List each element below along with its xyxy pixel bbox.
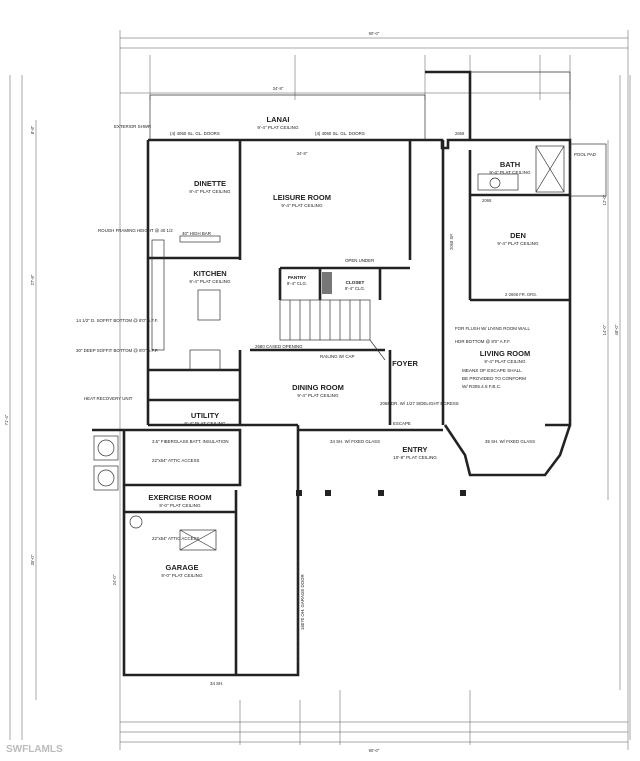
room-dinette-ceiling: 9'-4" PLAT CEILING xyxy=(189,189,231,194)
room-garage-ceiling: 8'-0" PLAT CEILING xyxy=(161,573,203,578)
room-closet: CLOSET xyxy=(346,280,365,285)
dim-side-2: 14'-0" xyxy=(602,324,607,335)
dim-side-1: 12'-0" xyxy=(602,194,607,205)
dimension-labels: 90'-0" 90'-0" 34'-8" 34'-8" 71'-4" 48'-0… xyxy=(4,31,619,753)
note-soffit-1: 14 1/2" D. SOFFIT BOTTOM @ 8'0" A.F.F. xyxy=(76,318,158,323)
note-egress-2: ESCAPE xyxy=(393,421,411,426)
note-escape-3: W/ R305.4.5 F.B.C. xyxy=(462,384,501,389)
note-fixed-glass-1: 35 SH. W/ FIXED GLASS xyxy=(485,439,535,444)
dimension-lines xyxy=(9,30,631,750)
note-attic-1: 22"x54" ATTIC ACCESS xyxy=(152,458,200,463)
dim-garage-side: 24'-0" xyxy=(112,574,117,585)
dim-door-a: 2668 xyxy=(455,131,465,136)
dim-door-c: 2068 SP. xyxy=(449,233,454,250)
note-attic-2: 22"x54" ATTIC ACCESS xyxy=(152,536,200,541)
dim-left-3: 35'-0" xyxy=(30,554,35,565)
note-escape-2: BE PROVIDED TO CONFORM xyxy=(462,376,526,381)
room-labels: LANAI 9'-4" PLAT CEILING DINETTE 9'-4" P… xyxy=(148,115,539,578)
room-lanai: LANAI xyxy=(267,115,290,124)
room-dining-ceiling: 9'-4" PLAT CEILING xyxy=(297,393,339,398)
fixtures xyxy=(93,143,607,665)
room-leisure: LEISURE ROOM xyxy=(273,193,331,202)
room-den: DEN xyxy=(510,231,526,240)
dim-door-b: 2068 xyxy=(482,198,492,203)
room-utility: UTILITY xyxy=(191,411,219,420)
room-closet-ceiling: 9'-4" CLG. xyxy=(345,286,365,291)
dim-overall-bottom: 90'-0" xyxy=(369,748,380,753)
room-foyer: FOYER xyxy=(392,359,418,368)
room-exercise: EXERCISE ROOM xyxy=(148,493,211,502)
note-garage-door: 16070 OH. GARAGE DOOR xyxy=(300,574,305,630)
note-escape-1: MEANS OF ESCAPE SHALL xyxy=(462,368,522,373)
room-bath: BATH xyxy=(500,160,520,169)
room-exercise-ceiling: 8'-0" PLAT CEILING xyxy=(159,503,201,508)
note-cased-opening: 2680 CASED OPENING xyxy=(255,344,303,349)
dim-depth-left: 71'-4" xyxy=(4,414,9,425)
dim-leisure-width: 34'-8" xyxy=(297,151,308,156)
note-lanai-doors-left: (4) 4060 SL. GL. DOORS xyxy=(170,131,220,136)
note-soffit-2: 30" DEEP SOFFIT BOTTOM @ 8'0" A.F.F. xyxy=(76,348,158,353)
room-dinette: DINETTE xyxy=(194,179,226,188)
walls xyxy=(92,70,572,677)
note-rough-framing: ROUGH FRAMING HEIGHT @ 40 1/2 xyxy=(98,228,173,233)
note-pool-pad: POOL PAD xyxy=(574,152,596,157)
room-pantry-ceiling: 9'-4" CLG. xyxy=(287,281,307,286)
room-dining: DINING ROOM xyxy=(292,383,344,392)
note-high-bar: 40" HIGH BAR xyxy=(182,231,211,236)
note-fiberglass: 3.5" FIBERGLASS BATT. INSULATION xyxy=(152,439,229,444)
dim-overall-top: 90'-0" xyxy=(369,31,380,36)
watermark: SWFLAMLS xyxy=(6,744,63,755)
room-living: LIVING ROOM xyxy=(480,349,530,358)
note-egress-1: 2068 DR. W/ 1/27 SIDELIGHT EGRESS xyxy=(380,401,459,406)
note-heat-recovery: HEAT RECOVERY UNIT xyxy=(84,396,133,401)
room-pantry: PANTRY xyxy=(288,275,306,280)
note-lanai-doors-right: (4) 4060 SL. GL. DOORS xyxy=(315,131,365,136)
room-lanai-ceiling: 9'-4" PLAT CEILING xyxy=(257,125,299,130)
room-den-ceiling: 9'-4" PLAT CEILING xyxy=(497,241,539,246)
room-living-ceiling: 9'-4" PLAT CEILING xyxy=(484,359,526,364)
plan-notes: EXTERIOR SHWR (4) 4060 SL. GL. DOORS (4)… xyxy=(76,124,596,686)
dim-depth-right: 48'-0" xyxy=(614,324,619,335)
note-fixed-glass-2: 34 SH. W/ FIXED GLASS xyxy=(330,439,380,444)
dim-left-1: 8'-8" xyxy=(30,125,35,134)
room-leisure-ceiling: 9'-4" PLAT CEILING xyxy=(281,203,323,208)
note-railing: RAILING W/ CAP xyxy=(320,354,354,359)
room-entry-ceiling: 10'-8" PLAT CEILING xyxy=(393,455,437,460)
note-hdr-bottom: HDR BOTTOM @ 8'0" A.F.F. xyxy=(455,339,511,344)
room-kitchen: KITCHEN xyxy=(193,269,226,278)
room-kitchen-ceiling: 9'-4" PLAT CEILING xyxy=(189,279,231,284)
room-bath-ceiling: 9'-4" PLAT CEILING xyxy=(489,170,531,175)
note-flush-wall: FOR FLUSH W/ LIVING ROOM WALL xyxy=(455,326,531,331)
note-exterior-shwr: EXTERIOR SHWR xyxy=(114,124,151,129)
room-entry: ENTRY xyxy=(402,445,427,454)
room-utility-ceiling: 9'-4" PLAT CEILING xyxy=(184,421,226,426)
room-garage: GARAGE xyxy=(166,563,199,572)
note-sh-bottom: 34 SH. xyxy=(210,681,223,686)
note-open-under: OPEN UNDER xyxy=(345,258,374,263)
dim-lanai-width: 34'-8" xyxy=(273,86,284,91)
dim-door-d: 2-2668 FR. DRS. xyxy=(505,292,537,297)
dim-left-2: 27'-8" xyxy=(30,274,35,285)
